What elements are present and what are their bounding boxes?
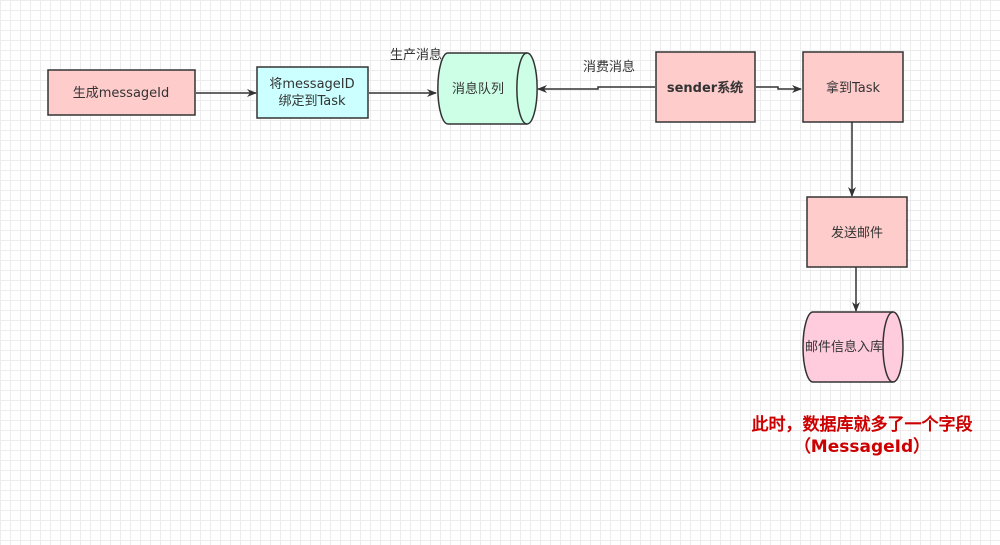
node-mail-db-label: 邮件信息入库 xyxy=(805,339,883,355)
node-sender-system-label: sender系统 xyxy=(667,80,743,96)
node-bind-task-label-line2: 绑定到Task xyxy=(278,94,346,109)
annotation-note-line2: （MessageId） xyxy=(793,437,931,457)
node-send-mail-label: 发送邮件 xyxy=(831,225,883,241)
edge-label-produce: 生产消息 xyxy=(390,47,442,63)
node-get-task-label: 拿到Task xyxy=(826,80,881,96)
node-gen-message-id xyxy=(47,69,196,116)
node-send-mail xyxy=(806,196,908,268)
node-bind-task xyxy=(256,66,369,119)
edge-sender-to-queue xyxy=(537,85,655,93)
edge-label-consume: 消费消息 xyxy=(583,59,635,75)
node-gen-message-id-label: 生成messageId xyxy=(73,86,170,101)
node-message-queue xyxy=(437,52,538,125)
node-mail-db xyxy=(802,311,904,383)
annotation-note-line1: 此时，数据库就多了一个字段 xyxy=(751,415,973,435)
annotation-note: 此时，数据库就多了一个字段 （MessageId） xyxy=(732,414,992,458)
node-sender-system xyxy=(655,51,756,123)
node-bind-task-label-line1: 将messageID xyxy=(269,77,354,92)
edge-sender-to-task xyxy=(756,85,802,93)
node-message-queue-label: 消息队列 xyxy=(452,81,504,97)
node-get-task xyxy=(802,51,904,123)
